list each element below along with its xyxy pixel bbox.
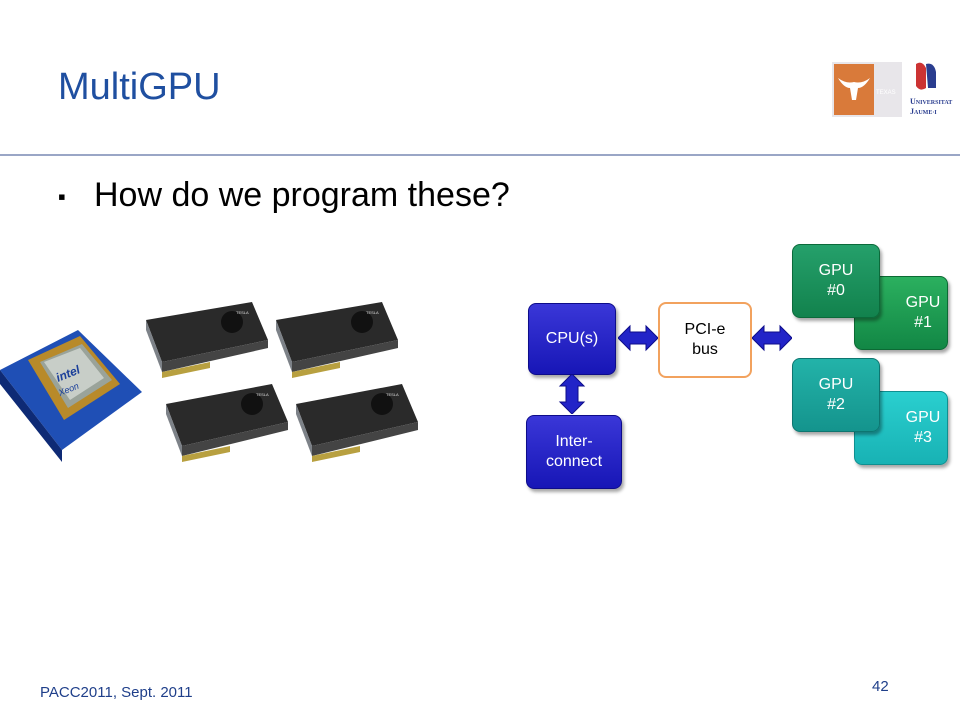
svg-text:JAUME·I: JAUME·I — [910, 107, 937, 116]
svg-text:TESLA: TESLA — [386, 392, 399, 397]
svg-text:UNIVERSITAT: UNIVERSITAT — [910, 97, 952, 106]
tesla-gpu-card-image: TESLA — [146, 302, 268, 378]
svg-text:TESLA: TESLA — [366, 310, 379, 315]
cpu-interconnect-double-arrow — [558, 374, 586, 414]
tesla-gpu-card-image: TESLA — [166, 384, 288, 462]
svg-text:TEXAS: TEXAS — [876, 90, 896, 96]
interconnect-node: Inter-connect — [526, 415, 622, 489]
cpu-node-label: CPU(s) — [545, 330, 599, 347]
uji-university-logo: UNIVERSITAT JAUME·I — [910, 60, 952, 116]
bullet-text: How do we program these? — [94, 176, 510, 214]
interconnect-node-label: Inter-connect — [545, 433, 603, 470]
page-number: 42 — [872, 678, 889, 695]
slide-title: MultiGPU — [58, 66, 221, 108]
gpu-node-2-label: GPU#2 — [818, 376, 854, 413]
footer-conference: PACC2011, Sept. 2011 — [40, 684, 193, 701]
svg-text:TESLA: TESLA — [236, 310, 249, 315]
gpu-node-2: GPU#2 — [792, 358, 880, 432]
tesla-gpu-card-image: TESLA — [296, 384, 418, 462]
gpu-node-0-label: GPU#0 — [818, 262, 854, 299]
cpu-node: CPU(s) — [528, 303, 616, 375]
title-divider — [0, 154, 960, 156]
svg-text:TESLA: TESLA — [256, 392, 269, 397]
cpu-pcie-double-arrow — [618, 324, 658, 352]
pcie-gpu-double-arrow — [752, 324, 792, 352]
gpu-node-0: GPU#0 — [792, 244, 880, 318]
intel-xeon-cpu-image: intel Xeon — [0, 330, 142, 462]
gpu-node-3-label: GPU#3 — [905, 409, 941, 446]
bullet-marker: ▪ — [58, 184, 66, 209]
tesla-gpu-card-image: TESLA — [276, 302, 398, 378]
texas-longhorn-logo: TEXAS — [832, 62, 902, 117]
gpu-node-1-label: GPU#1 — [905, 294, 941, 331]
